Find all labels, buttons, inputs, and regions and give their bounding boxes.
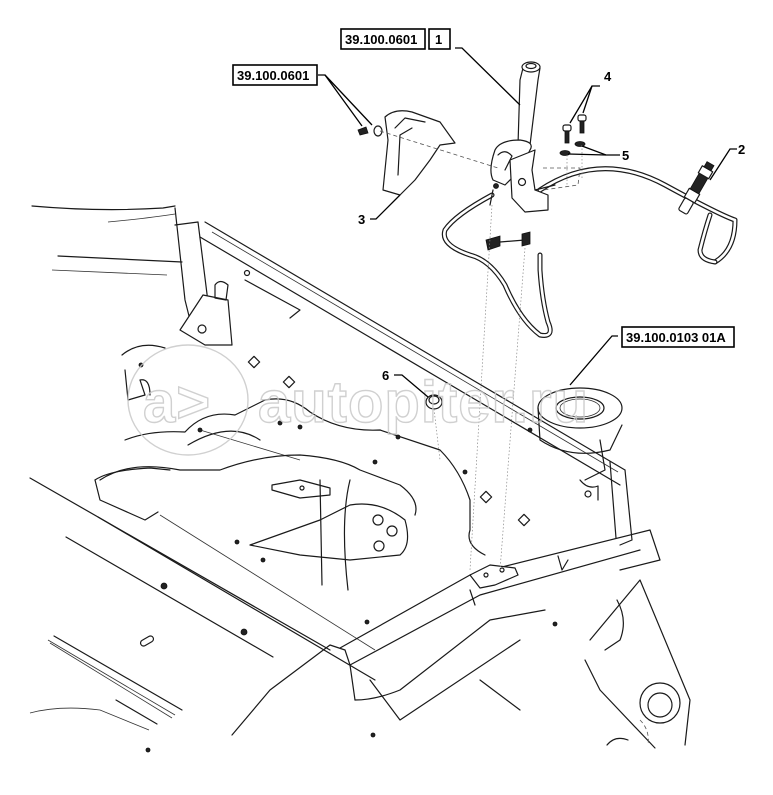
mounting-outline <box>542 167 581 191</box>
bolts <box>562 114 587 144</box>
callout-3: 3 <box>358 212 365 227</box>
callout-4: 4 <box>604 69 612 84</box>
washers <box>559 141 586 156</box>
callout-6: 6 <box>382 368 389 383</box>
cover-shield <box>382 110 456 196</box>
assembly-lines <box>379 130 583 571</box>
lever-assembly <box>485 61 556 251</box>
reference-code-main: 39.100.0601 <box>345 32 417 47</box>
callout-5: 5 <box>622 148 629 163</box>
reference-label-main[interactable]: 39.100.0601 1 <box>340 28 451 50</box>
reference-item-number: 1 <box>435 32 442 47</box>
reference-code-frame: 39.100.0103 01A <box>626 330 726 345</box>
reference-code-screw: 39.100.0601 <box>237 68 309 83</box>
chassis-frame <box>29 205 691 753</box>
cable-connector <box>678 161 715 215</box>
reference-label-frame[interactable]: 39.100.0103 01A <box>621 326 735 348</box>
reference-label-screw[interactable]: 39.100.0601 <box>232 64 318 86</box>
watermark-text: autopiter.ru <box>258 370 589 435</box>
watermark: a> autopiter.ru <box>127 344 589 456</box>
plug <box>425 394 443 410</box>
watermark-logo: a> <box>143 370 211 435</box>
cover-screw <box>357 125 383 137</box>
callout-2: 2 <box>738 142 745 157</box>
leader-lines <box>318 47 737 398</box>
